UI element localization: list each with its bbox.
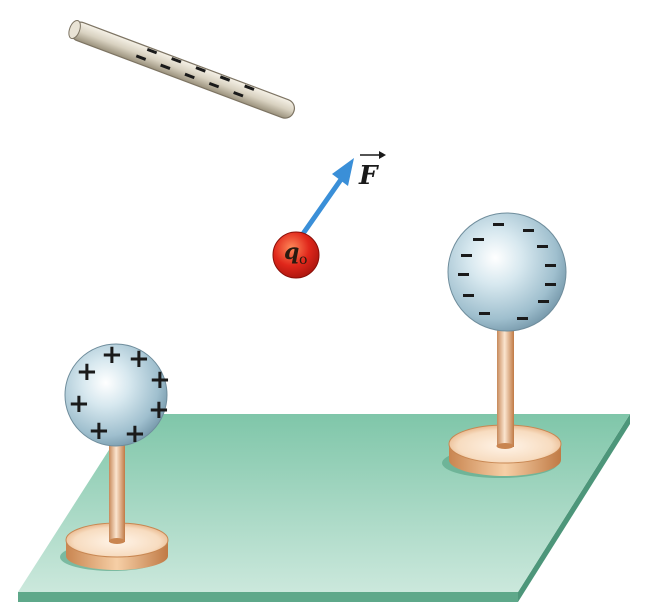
negative-sphere (447, 212, 567, 332)
positive-charges: + + + + + + + + (68, 340, 171, 449)
table-edge (18, 592, 518, 602)
negative-charge-sign (545, 283, 556, 286)
rod-negative-charge (219, 75, 231, 82)
negative-charge-sign (479, 312, 490, 315)
test-charge-ball (272, 231, 320, 279)
negative-charge-sign (517, 317, 528, 320)
positive-charge-sign: + (124, 419, 146, 449)
negative-charge-sign (493, 223, 504, 226)
force-arrow-head (332, 158, 354, 186)
stand-post (497, 320, 514, 447)
stand-post-foot (109, 538, 125, 544)
negative-charge-sign (458, 273, 469, 276)
positive-charge-sign: + (101, 340, 123, 370)
rod-negative-charge (233, 91, 244, 98)
rod-negative-charge (244, 84, 255, 91)
negative-charge-sign (537, 245, 548, 248)
rod-negative-charge (146, 47, 158, 55)
negative-sphere-stand (442, 212, 567, 478)
test-charge: q o (272, 231, 320, 279)
negative-charge-sign (523, 229, 534, 232)
rod-negative-charge (208, 81, 220, 89)
positive-sphere-stand: + + + + + + + + (60, 340, 171, 571)
positive-charge-sign: + (88, 416, 110, 446)
rod-body (70, 21, 296, 119)
charged-rod (68, 19, 296, 119)
test-charge-label: q (284, 239, 299, 265)
positive-charge-sign: + (148, 395, 170, 425)
negative-charges (458, 223, 556, 320)
positive-charge-sign: + (76, 357, 98, 387)
table-edge-side (518, 414, 630, 602)
rod-negative-charge (135, 54, 147, 61)
rod-negative-charge (195, 66, 206, 73)
negative-charge-sign (545, 264, 556, 267)
negative-charge-sign (461, 254, 472, 257)
rod-negative-charge (184, 72, 195, 80)
negative-charge-sign (538, 300, 549, 303)
force-label: F (358, 161, 379, 191)
negative-charge-sign (473, 238, 484, 241)
positive-charge-sign: + (128, 344, 150, 374)
stand-post (109, 430, 125, 542)
positive-sphere (64, 343, 168, 447)
rod-end (68, 19, 81, 40)
negative-charge-sign (463, 294, 474, 297)
force-vector: F (297, 151, 386, 241)
positive-charge-sign: + (149, 365, 171, 395)
rod-charges (135, 47, 255, 98)
rod-negative-charge (160, 63, 171, 70)
positive-charge-sign: + (68, 389, 90, 419)
stand-post-foot (496, 443, 514, 449)
vector-arrow-icon (360, 151, 386, 159)
force-arrow-shaft (297, 175, 345, 241)
test-charge-subscript: o (299, 252, 307, 268)
rod-negative-charge (171, 57, 182, 64)
